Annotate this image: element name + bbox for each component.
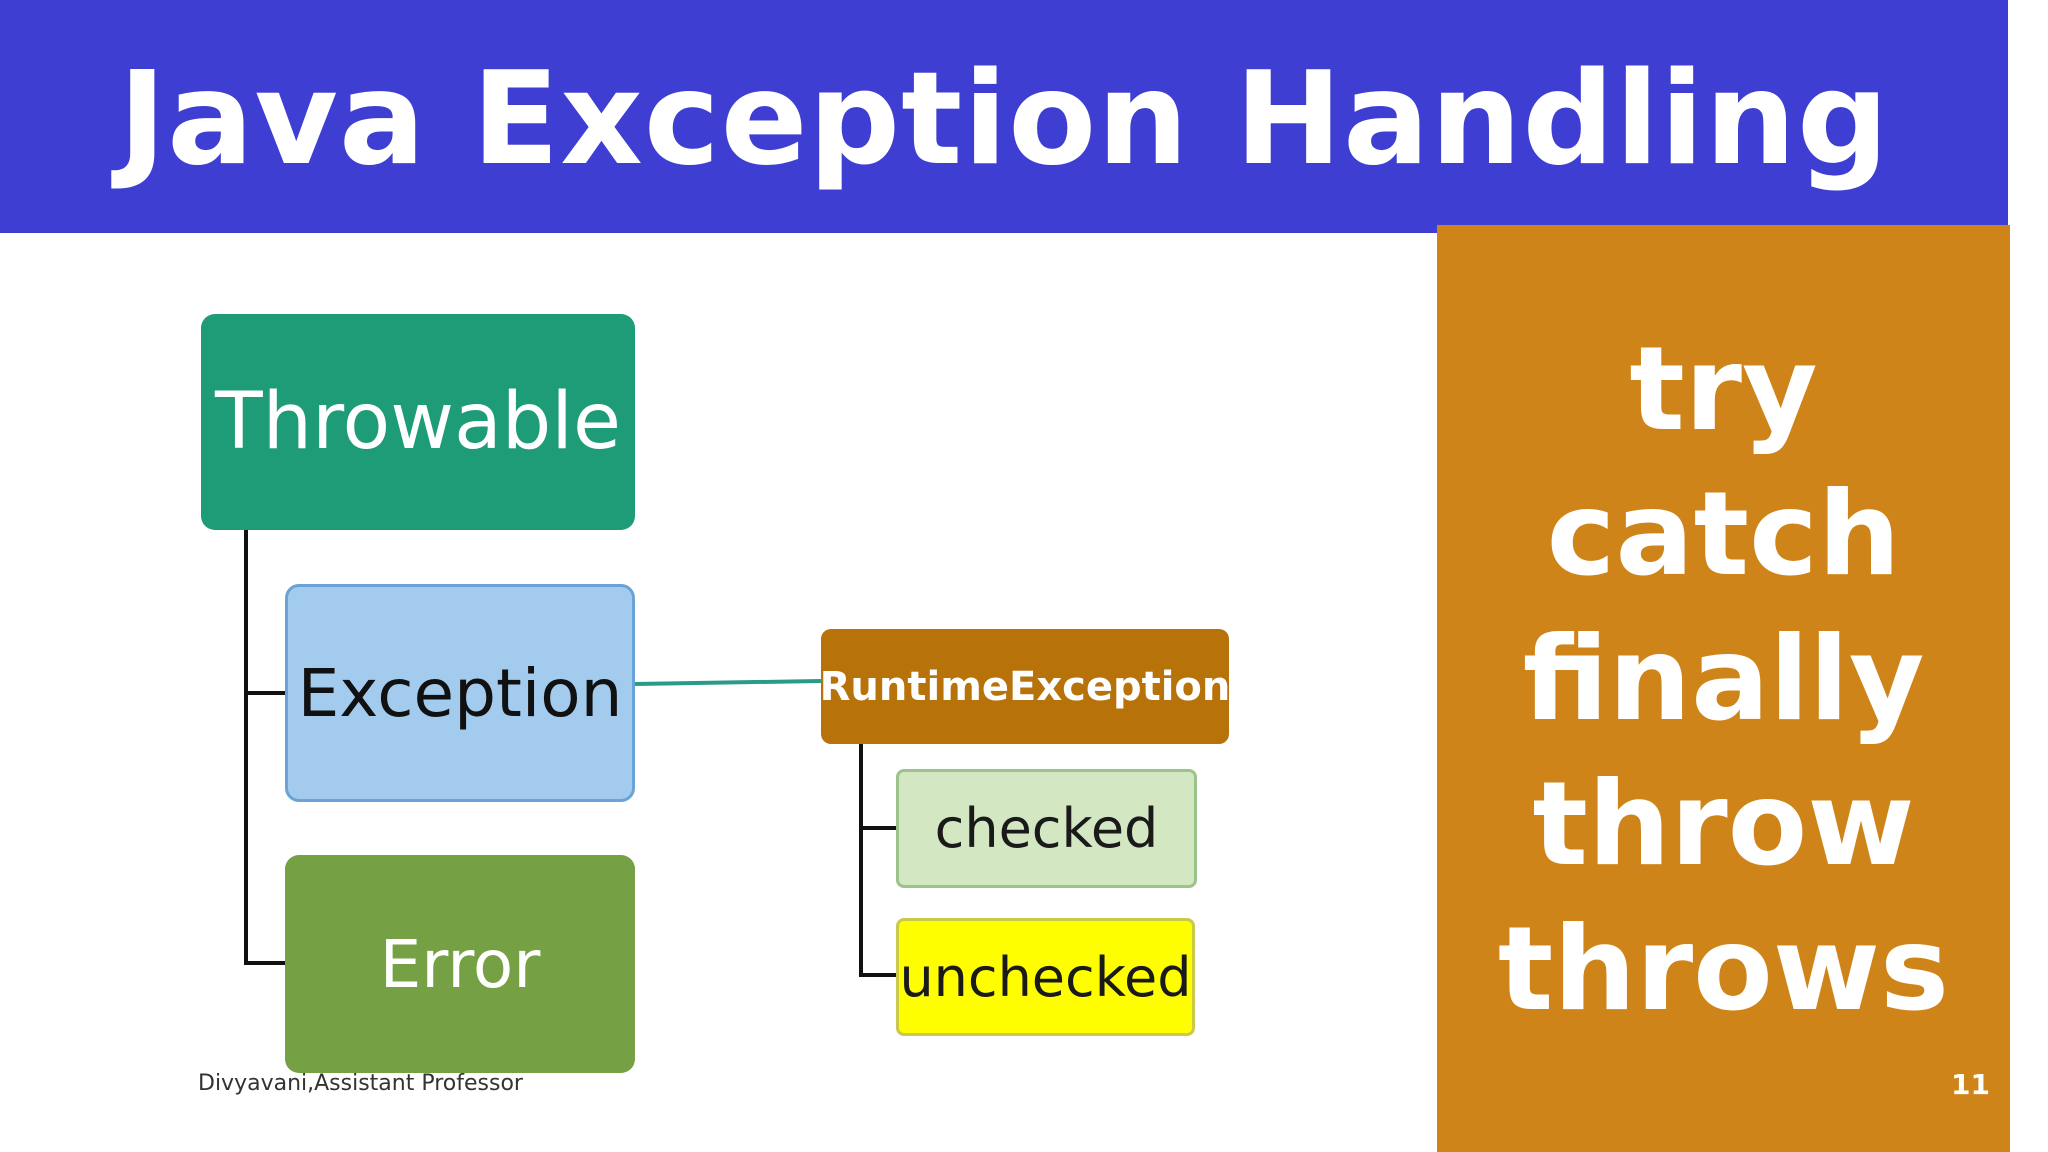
slide-title: Java Exception Handling	[118, 45, 1890, 194]
node-exception: Exception	[285, 584, 635, 802]
title-bar: Java Exception Handling	[0, 0, 2008, 233]
keyword-catch: catch	[1546, 467, 1901, 602]
keyword-finally: finally	[1522, 612, 1925, 747]
node-error: Error	[285, 855, 635, 1073]
node-unchecked: unchecked	[896, 918, 1195, 1036]
page-number: 11	[1951, 1068, 1990, 1101]
connector-exception-runtime	[634, 679, 822, 686]
keyword-throw: throw	[1532, 757, 1915, 892]
node-runtime-exception: RuntimeException	[820, 629, 1230, 744]
keyword-panel: try catch finally throw throws	[1437, 225, 2010, 1152]
diagram-connectors	[244, 530, 896, 977]
node-throwable: Throwable	[201, 314, 635, 530]
node-checked: checked	[896, 769, 1197, 888]
keyword-throws: throws	[1497, 902, 1950, 1037]
exception-hierarchy-diagram: Throwable Exception Error RuntimeExcepti…	[201, 314, 1230, 1073]
footer-author: Divyavani,Assistant Professor	[198, 1071, 523, 1096]
keyword-try: try	[1629, 322, 1818, 457]
